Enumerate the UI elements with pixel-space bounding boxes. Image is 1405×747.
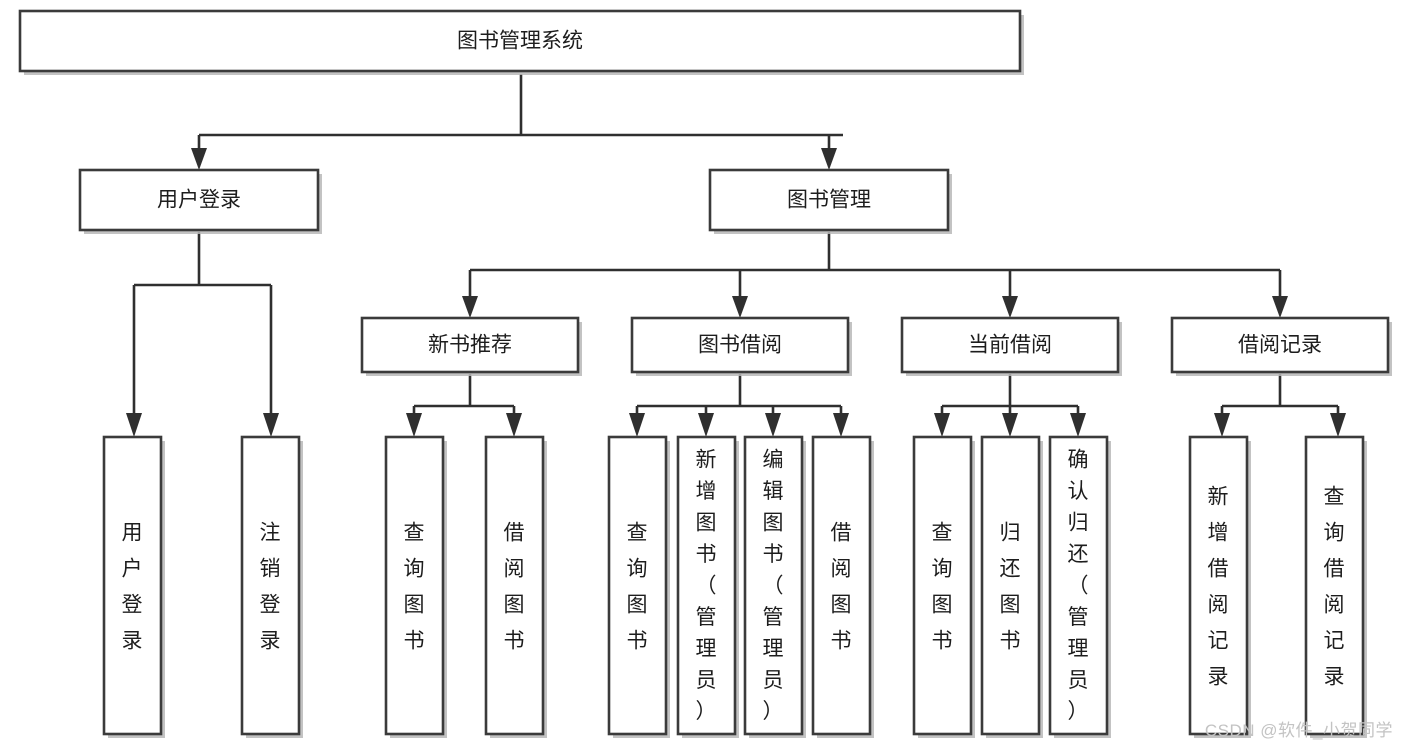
leaf-records-query[interactable]: 查询借阅记录 bbox=[1304, 435, 1367, 738]
connector-layer bbox=[126, 74, 1346, 437]
node-book-borrow-label: 图书借阅 bbox=[698, 334, 782, 357]
leaf-user-logout[interactable]: 注销登录 bbox=[240, 435, 303, 738]
node-borrow-records[interactable]: 借阅记录 bbox=[1170, 316, 1392, 376]
csdn-watermark: CSDN @软件_小贺同学 bbox=[1204, 721, 1393, 740]
node-new-book-recommend[interactable]: 新书推荐 bbox=[360, 316, 582, 376]
leaf-newbook-borrow-label: 借阅图书 bbox=[504, 521, 525, 652]
leaf-records-add-label: 新增借阅记录 bbox=[1208, 485, 1229, 688]
node-current-borrow[interactable]: 当前借阅 bbox=[900, 316, 1122, 376]
node-current-borrow-label: 当前借阅 bbox=[968, 334, 1052, 357]
node-user-login-label: 用户登录 bbox=[157, 189, 241, 212]
leaf-borrow-borrow-book[interactable]: 借阅图书 bbox=[811, 435, 874, 738]
leaf-borrow-query-label: 查询图书 bbox=[627, 521, 648, 652]
leaf-borrow-borrow-book-label: 借阅图书 bbox=[831, 521, 852, 652]
leaf-current-query[interactable]: 查询图书 bbox=[912, 435, 975, 738]
node-borrow-records-label: 借阅记录 bbox=[1238, 334, 1322, 357]
leaf-borrow-edit-book[interactable]: 编辑图书（管理员） bbox=[743, 435, 806, 738]
node-root-label: 图书管理系统 bbox=[457, 30, 583, 53]
leaf-current-return[interactable]: 归还图书 bbox=[980, 435, 1043, 738]
edge-records-to-leaves bbox=[1214, 374, 1346, 437]
leaf-records-query-label: 查询借阅记录 bbox=[1324, 485, 1345, 688]
leaf-records-add[interactable]: 新增借阅记录 bbox=[1188, 435, 1251, 738]
leaf-user-login-label: 用户登录 bbox=[122, 521, 143, 652]
leaf-user-login[interactable]: 用户登录 bbox=[102, 435, 165, 738]
node-new-book-recommend-label: 新书推荐 bbox=[428, 334, 512, 357]
leaf-current-confirm-return[interactable]: 确认归还（管理员） bbox=[1048, 435, 1111, 738]
leaf-layer: 用户登录 注销登录 查询图书 借阅图书 查询图书 bbox=[102, 435, 1367, 738]
node-root[interactable]: 图书管理系统 bbox=[18, 9, 1024, 75]
leaf-newbook-query-label: 查询图书 bbox=[404, 521, 425, 652]
edge-root-to-level2 bbox=[191, 74, 843, 170]
leaf-borrow-add-book-label: 新增图书（管理员） bbox=[696, 449, 717, 724]
leaf-borrow-add-book[interactable]: 新增图书（管理员） bbox=[676, 435, 739, 738]
edge-newbook-to-leaves bbox=[406, 374, 522, 437]
node-book-management-label: 图书管理 bbox=[787, 189, 871, 212]
edge-bookmgmt-to-level3 bbox=[462, 232, 1288, 318]
edge-borrow-to-leaves bbox=[629, 374, 849, 437]
leaf-current-return-label: 归还图书 bbox=[1000, 521, 1021, 652]
node-book-borrow[interactable]: 图书借阅 bbox=[630, 316, 852, 376]
edge-userlogin-to-leaves bbox=[126, 232, 279, 437]
leaf-user-logout-label: 注销登录 bbox=[260, 521, 281, 652]
node-user-login[interactable]: 用户登录 bbox=[78, 168, 322, 234]
leaf-current-confirm-return-label: 确认归还（管理员） bbox=[1068, 449, 1089, 724]
leaf-borrow-query[interactable]: 查询图书 bbox=[607, 435, 670, 738]
edge-current-to-leaves bbox=[934, 374, 1086, 437]
leaf-borrow-edit-book-label: 编辑图书（管理员） bbox=[763, 449, 784, 724]
leaf-current-query-label: 查询图书 bbox=[932, 521, 953, 652]
leaf-newbook-query[interactable]: 查询图书 bbox=[384, 435, 447, 738]
leaf-newbook-borrow[interactable]: 借阅图书 bbox=[484, 435, 547, 738]
node-book-management[interactable]: 图书管理 bbox=[708, 168, 952, 234]
